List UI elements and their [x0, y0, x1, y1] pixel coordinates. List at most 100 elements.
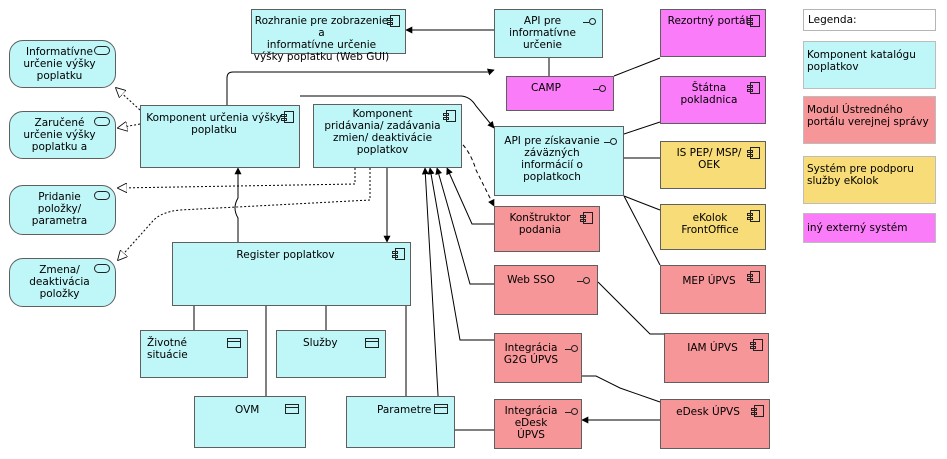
sluzby-label: Služby: [303, 337, 338, 349]
service-icon: [94, 46, 110, 55]
integracia-g2g-node[interactable]: Integrácia G2G ÚPVS: [494, 333, 582, 383]
mep-upvs-node[interactable]: MEP ÚPVS: [660, 265, 766, 314]
legend-item-katalog: Komponent katalógu poplatkov: [803, 41, 936, 89]
api-info-node[interactable]: API pre informatívne určenie: [494, 9, 603, 58]
iam-upvs-node[interactable]: IAM ÚPVS: [664, 333, 769, 383]
interface-icon: [565, 345, 579, 353]
service-zarucene-label: Zaručené určenie výšky poplatku a: [23, 117, 96, 153]
component-icon: [392, 248, 405, 260]
component-icon: [747, 210, 760, 222]
data-object-icon: [434, 404, 448, 414]
ekolok-frontoffice-node[interactable]: eKolok FrontOffice: [660, 204, 766, 250]
register-poplatkov-label: Register poplatkov: [236, 249, 335, 261]
api-zavazne-label: API pre získavanie záväzných informácií …: [504, 135, 600, 183]
ekolok-frontoffice-label: eKolok FrontOffice: [681, 212, 739, 236]
component-icon: [747, 271, 760, 283]
edge-real-prid: [118, 168, 356, 188]
edge-g2g-edesk: [582, 375, 661, 403]
data-object-icon: [227, 338, 241, 348]
legend-title: Legenda:: [808, 14, 857, 26]
edge-komp-konstruktor: [457, 139, 495, 207]
statna-pokladnica-label: Štátna pokladnica: [680, 82, 738, 106]
is-pep-label: IS PEP/ MSP/ OEK: [676, 147, 742, 171]
component-icon: [747, 15, 760, 27]
component-icon: [750, 339, 763, 351]
service-zarucene-urcenie[interactable]: Zaručené určenie výšky poplatku a: [9, 111, 116, 159]
web-sso-label: Web SSO: [507, 274, 555, 286]
rezortny-portal-label: Rezortný portál: [667, 15, 749, 27]
web-sso-node[interactable]: Web SSO: [494, 265, 598, 315]
component-icon: [747, 82, 760, 94]
component-icon: [443, 110, 456, 122]
ovm-label: OVM: [235, 404, 260, 416]
web-gui-label: Rozhranie pre zobrazenie a informatívne …: [253, 15, 390, 63]
edge-apizav-statna: [623, 121, 661, 135]
interface-icon: [604, 138, 618, 146]
edge-camp-rezortny: [613, 57, 661, 77]
data-zivotne-situacie[interactable]: Životné situácie: [140, 330, 248, 378]
data-parametre[interactable]: Parametre: [346, 396, 455, 448]
interface-icon: [565, 408, 579, 416]
data-ovm[interactable]: OVM: [194, 396, 306, 448]
integracia-edesk-label: Integrácia eDesk ÚPVS: [504, 405, 558, 441]
register-poplatkov-node[interactable]: Register poplatkov: [172, 242, 411, 306]
api-info-label: API pre informatívne určenie: [509, 15, 576, 51]
data-sluzby[interactable]: Služby: [276, 330, 386, 378]
konstruktor-podania-label: Konštruktor podania: [509, 212, 571, 236]
konstruktor-podania-node[interactable]: Konštruktor podania: [494, 206, 600, 252]
integracia-g2g-label: Integrácia G2G ÚPVS: [503, 342, 559, 366]
legend-item-ekolok: Systém pre podporu služby eKolok: [803, 156, 936, 204]
component-icon: [387, 15, 400, 27]
legend-item-upvs: Modul Ústredného portálu verejnej správy: [803, 96, 936, 144]
service-informativne-label: Informatívne určenie výšky poplatku: [23, 46, 96, 82]
component-icon: [580, 212, 593, 224]
interface-icon: [583, 18, 597, 26]
legend-item-label: Komponent katalógu poplatkov: [807, 49, 916, 73]
rezortny-portal-node[interactable]: Rezortný portál: [660, 9, 766, 57]
legend-item-label: iný externý systém: [807, 222, 908, 234]
service-pridanie-polozky[interactable]: Pridanie položky/ parametra: [9, 185, 116, 235]
service-icon: [94, 264, 110, 273]
data-object-icon: [285, 404, 299, 414]
legend-title-box: Legenda:: [803, 9, 936, 31]
integracia-edesk-node[interactable]: Integrácia eDesk ÚPVS: [494, 399, 582, 449]
edge-real-zar: [118, 124, 141, 128]
edge-websso-komp: [435, 167, 494, 285]
iam-upvs-label: IAM ÚPVS: [687, 342, 738, 354]
edesk-upvs-node[interactable]: eDesk ÚPVS: [660, 399, 770, 449]
legend-item-label: Modul Ústredného portálu verejnej správy: [807, 104, 929, 128]
service-icon: [94, 117, 110, 126]
edge-apizav-mep: [623, 195, 661, 266]
camp-label: CAMP: [531, 82, 561, 94]
edge-edesk-komp: [421, 167, 494, 431]
komponent-pridavania-label: Komponent pridávania/ zadávania zmien/ d…: [324, 108, 441, 156]
parametre-label: Parametre: [377, 404, 432, 416]
component-icon: [751, 405, 764, 417]
zivotne-situacie-label: Životné situácie: [147, 337, 188, 361]
camp-node[interactable]: CAMP: [506, 76, 614, 111]
web-gui-node[interactable]: Rozhranie pre zobrazenie a informatívne …: [251, 9, 406, 63]
api-zavazne-node[interactable]: API pre získavanie záväzných informácií …: [494, 126, 624, 196]
edesk-upvs-label: eDesk ÚPVS: [676, 406, 740, 418]
edge-real-zmena: [118, 168, 371, 260]
komponent-urcenia-node[interactable]: Komponent určenia výšky poplatku: [140, 105, 300, 168]
statna-pokladnica-node[interactable]: Štátna pokladnica: [660, 76, 766, 124]
service-pridanie-label: Pridanie položky/ parametra: [31, 191, 88, 227]
edge-komp-to-api-info: [226, 68, 495, 105]
komponent-pridavania-node[interactable]: Komponent pridávania/ zadávania zmien/ d…: [313, 104, 462, 168]
interface-icon: [593, 85, 607, 93]
legend-item-label: Systém pre podporu služby eKolok: [807, 163, 914, 187]
komponent-urcenia-label: Komponent určenia výšky poplatku: [146, 112, 282, 136]
component-icon: [281, 111, 294, 123]
service-icon: [94, 191, 110, 200]
edge-websso-iam: [597, 281, 664, 335]
service-informativne-urcenie[interactable]: Informatívne určenie výšky poplatku: [9, 40, 116, 88]
service-zmena-deaktivacia[interactable]: Zmena/ deaktivácia položky: [9, 258, 116, 307]
is-pep-node[interactable]: IS PEP/ MSP/ OEK: [660, 141, 766, 189]
edge-register-kompurc: [234, 167, 242, 242]
data-object-icon: [365, 338, 379, 348]
mep-upvs-label: MEP ÚPVS: [682, 275, 736, 287]
edge-g2g-komp: [427, 167, 494, 341]
edge-komp-to-apizav: [300, 95, 495, 129]
